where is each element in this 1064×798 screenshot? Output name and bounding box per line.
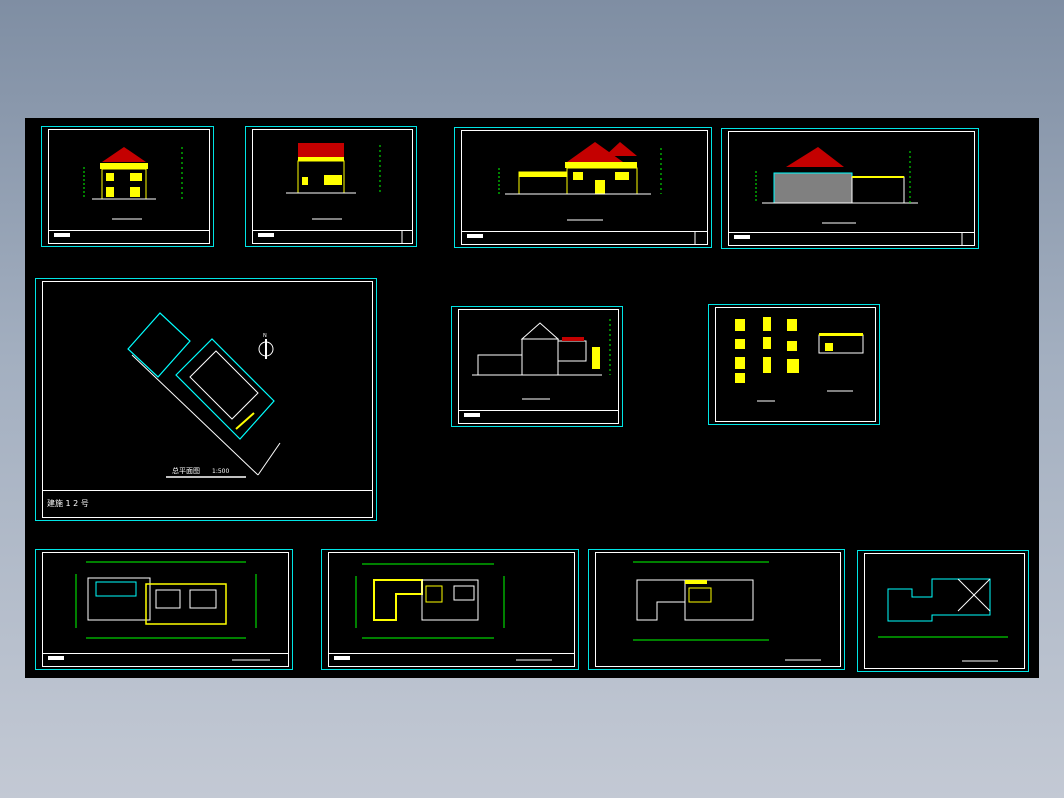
site-plan-scale: 1:500 — [212, 468, 229, 475]
sheet-floor-plan-3[interactable] — [588, 549, 845, 670]
sheet-elevation-2[interactable] — [245, 126, 417, 247]
north-arrow-icon: N — [258, 333, 274, 359]
sheet-elevation-1[interactable] — [41, 126, 214, 247]
sheet-frame — [42, 552, 289, 667]
sheet-frame — [458, 309, 619, 424]
floor-plan-drawing — [48, 561, 270, 661]
site-plan-drawing: N 总平面图 1:500 — [127, 312, 281, 478]
sheet-site-plan[interactable]: 建施 1 2 号 N 总平面图 1:500 — [35, 278, 377, 521]
sheet-elevation-3[interactable] — [454, 127, 712, 248]
sheet-frame — [252, 129, 413, 244]
elevation-drawing — [54, 147, 183, 237]
elevation-drawing — [467, 142, 696, 245]
sheet-section[interactable] — [451, 306, 623, 427]
floor-plan-drawing — [334, 563, 552, 661]
elevation-drawing — [258, 143, 403, 244]
sheet-frame — [715, 307, 876, 422]
cad-model-space: 建施 1 2 号 N 总平面图 1:500 — [25, 118, 1039, 678]
title-block: 建施 1 2 号 — [43, 490, 372, 517]
details-drawing — [735, 317, 864, 402]
title-block — [329, 653, 574, 666]
sheet-elevation-4[interactable] — [721, 128, 979, 249]
floor-plan-drawing — [633, 561, 821, 661]
section-drawing — [464, 319, 611, 417]
sheet-frame — [728, 131, 975, 246]
title-block — [43, 653, 288, 666]
title-block — [459, 410, 618, 423]
site-plan-title: 总平面图 — [172, 466, 200, 475]
sheet-frame: 建施 1 2 号 — [42, 281, 373, 518]
elevation-drawing — [734, 147, 963, 246]
sheet-details[interactable] — [708, 304, 880, 425]
sheet-roof-plan[interactable] — [857, 550, 1029, 672]
svg-text:N: N — [263, 333, 267, 339]
roof-plan-drawing — [878, 578, 1008, 662]
sheet-frame — [48, 129, 210, 244]
sheet-floor-plan-1[interactable] — [35, 549, 293, 670]
sheet-floor-plan-2[interactable] — [321, 549, 579, 670]
titleblock-label: 建施 1 2 号 — [47, 499, 89, 508]
sheet-frame — [461, 130, 708, 245]
title-block — [462, 231, 707, 244]
sheet-frame — [864, 553, 1025, 669]
sheet-frame — [595, 552, 841, 667]
sheet-frame — [328, 552, 575, 667]
title-block — [253, 230, 412, 243]
title-block — [729, 232, 974, 245]
title-block — [49, 230, 209, 243]
